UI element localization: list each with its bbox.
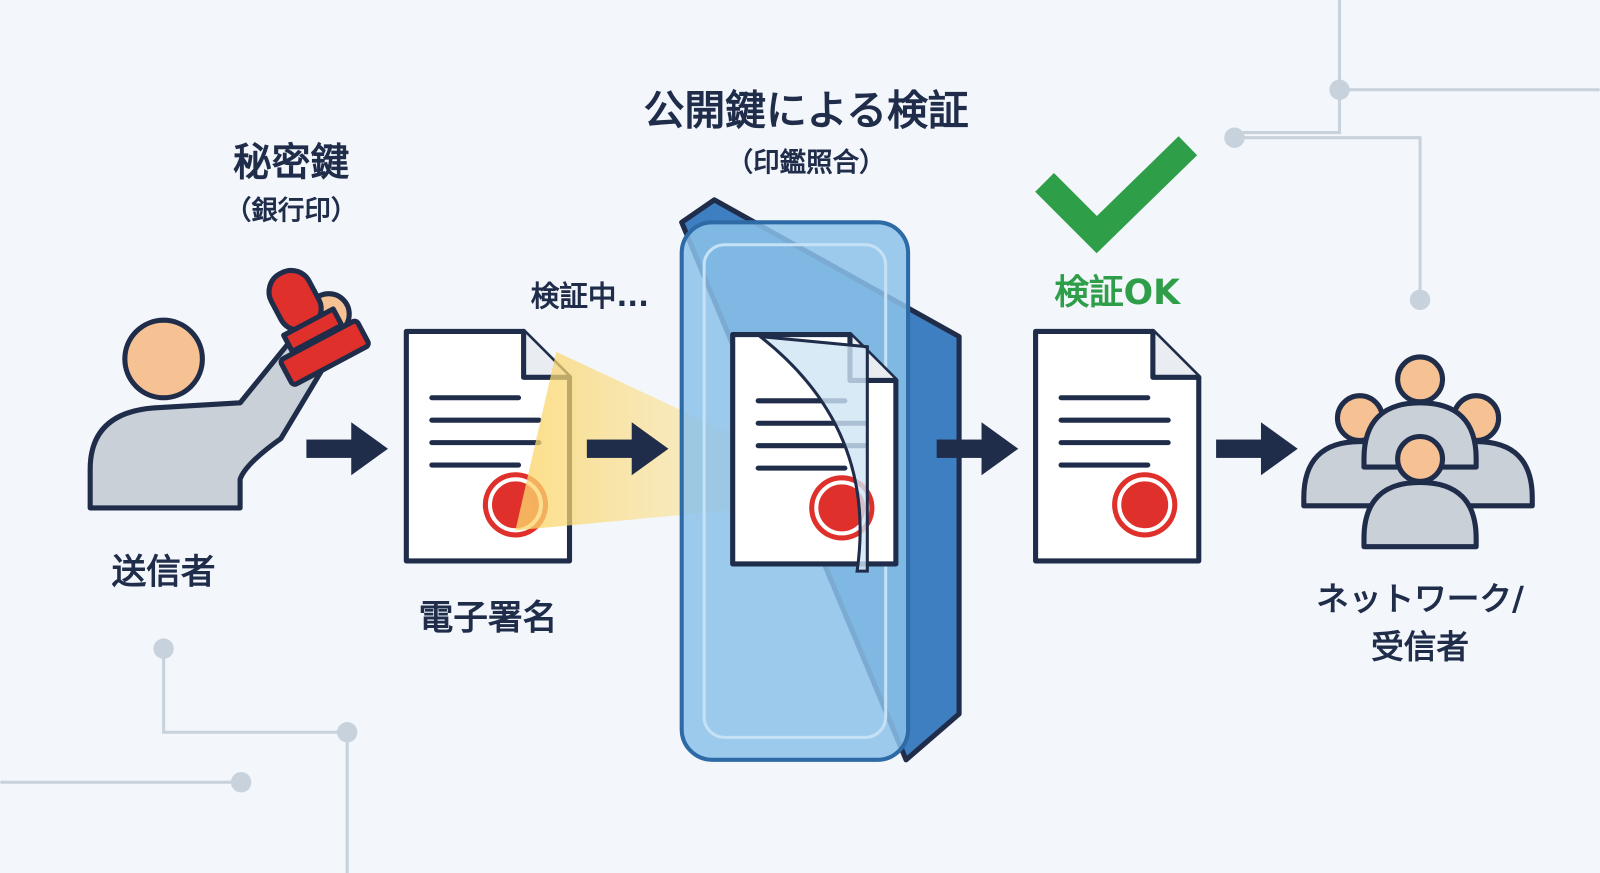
- verifying-label: 検証中...: [531, 279, 649, 313]
- verified-document-icon: [1036, 331, 1199, 560]
- sender-label: 送信者: [112, 552, 216, 592]
- verification-ok-label: 検証OK: [1054, 273, 1181, 313]
- checkmark-icon: [1035, 136, 1198, 254]
- receivers-group-icon: [1304, 357, 1532, 547]
- private-key-sub: （銀行印）: [225, 195, 357, 226]
- receiver-label-line1: ネットワーク/: [1316, 580, 1524, 618]
- diagram-subtitle: （印鑑照合）: [727, 147, 886, 178]
- receiver-label-line2: 受信者: [1371, 628, 1469, 666]
- signature-label: 電子署名: [419, 598, 558, 638]
- sender-icon: [87, 267, 371, 511]
- stamp-icon: [266, 267, 371, 387]
- diagram-title: 公開鍵による検証: [644, 86, 969, 134]
- arrow-right-icon: [1216, 422, 1298, 476]
- arrow-right-icon: [306, 422, 388, 476]
- public-key-glass-panel: [679, 197, 962, 763]
- private-key-label: 秘密鍵: [233, 140, 349, 185]
